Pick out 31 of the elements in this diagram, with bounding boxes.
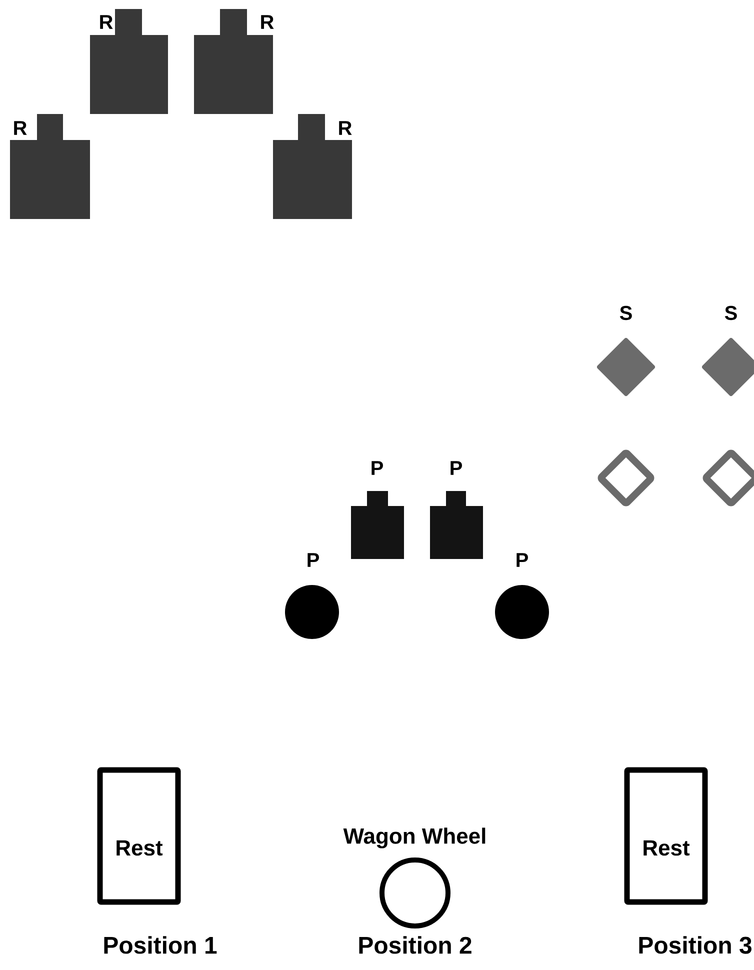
- symbol-label: S: [724, 306, 737, 320]
- circle-symbol: [285, 585, 339, 639]
- symbol-label: R: [261, 15, 274, 29]
- circle-symbol: [495, 585, 549, 639]
- tabbed-square-symbol: [90, 9, 168, 114]
- tabbed-square-symbol: [273, 114, 352, 219]
- rest-box: [97, 767, 181, 905]
- symbol-label: R: [100, 15, 113, 29]
- tabbed-square-symbol: [194, 9, 273, 114]
- symbol-label: P: [516, 553, 528, 567]
- position-label: Position 1: [104, 936, 217, 954]
- position-label: Position 3: [639, 936, 752, 954]
- symbol-label: P: [308, 553, 319, 567]
- symbol-label: Rest: [116, 840, 163, 856]
- position-label: Position 2: [359, 936, 472, 954]
- symbol-label: Wagon Wheel: [343, 828, 486, 848]
- diamond-outline-symbol: [702, 450, 754, 506]
- wheel-circle: [380, 858, 450, 928]
- diamond-symbol: [596, 338, 656, 396]
- symbol-label: R: [14, 121, 27, 135]
- diamond-symbol: [702, 338, 754, 396]
- tabbed-square-symbol: [10, 114, 90, 219]
- rest-box: [624, 767, 708, 905]
- symbol-label: Rest: [644, 840, 690, 856]
- symbol-label: R: [339, 121, 352, 135]
- symbol-label: S: [620, 306, 632, 320]
- tabbed-square-symbol: [430, 491, 483, 559]
- symbol-label: P: [372, 461, 383, 475]
- symbol-label: P: [450, 461, 462, 475]
- tabbed-square-symbol: [351, 491, 404, 559]
- diamond-outline-symbol: [598, 450, 654, 506]
